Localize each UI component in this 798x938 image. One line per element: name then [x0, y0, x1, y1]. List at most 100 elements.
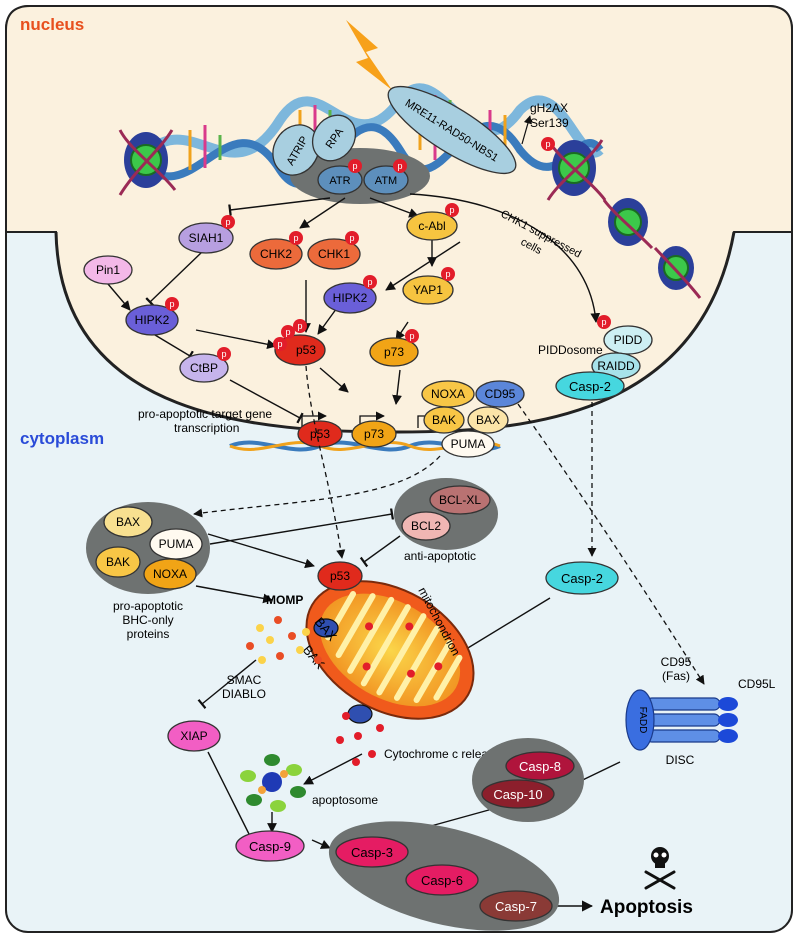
hipk2-left-node	[125, 304, 179, 336]
noxa-cyto-node	[143, 558, 197, 590]
phospho-label: p	[409, 331, 414, 341]
atm-label: ATM	[375, 175, 397, 187]
casp7-label: Casp-7	[495, 899, 537, 914]
casp10-label: Casp-10	[493, 787, 542, 802]
phospho-label: p	[445, 269, 450, 279]
mrn-complex-node	[387, 85, 517, 175]
chk2-label: CHK2	[260, 247, 292, 261]
cytochrome-c-label: Cytochrome c release	[384, 747, 501, 761]
cd95-target-label: CD95	[485, 387, 516, 401]
bax-target-label: BAX	[476, 413, 500, 427]
phospho-label: p	[285, 327, 290, 337]
casp8-label: Casp-8	[519, 759, 561, 774]
nucleosome-icon	[653, 246, 702, 299]
cytoplasm-label: cytoplasm	[20, 429, 104, 448]
dna-damage-lightning-icon	[346, 20, 392, 90]
chk2-node	[249, 238, 303, 270]
skull-crossbones-icon	[644, 847, 676, 890]
mitochondrion-icon	[305, 580, 475, 720]
nucleus-label: nucleus	[20, 15, 84, 34]
transcription-label-line2: transcription	[174, 421, 239, 435]
phospho-label: p	[545, 139, 550, 149]
bcl-xl-node	[429, 485, 491, 515]
piddosome-label: PIDDosome	[538, 343, 603, 357]
bak-cyto-label: BAK	[106, 555, 130, 569]
fadd-node	[625, 689, 655, 751]
phospho-label: p	[449, 205, 454, 215]
cd95-label: CD95	[661, 655, 692, 669]
xiap-node	[167, 720, 221, 752]
bax-bak-pore-icon	[313, 618, 339, 638]
p53-nuclear-label: p53	[296, 343, 316, 357]
chk1-node	[307, 238, 361, 270]
p73-promoter-node	[351, 420, 397, 448]
casp9-label: Casp-9	[249, 839, 291, 854]
hipk2-mid-label: HIPK2	[333, 291, 368, 305]
noxa-target-label: NOXA	[431, 387, 465, 401]
c-abl-label: c-Abl	[418, 219, 445, 233]
bcl2-label: BCL2	[411, 519, 441, 533]
casp6-node	[405, 864, 479, 896]
casp3-node	[335, 836, 409, 868]
smac-diablo-dots	[246, 616, 322, 664]
proteins-label: proteins	[127, 627, 170, 641]
casp2-cyto-label: Casp-2	[561, 571, 603, 586]
phospho-label: p	[293, 233, 298, 243]
yap1-label: YAP1	[413, 283, 443, 297]
bcl2-node	[401, 511, 451, 541]
phospho-label: p	[221, 349, 226, 359]
apoptosome-icon	[240, 754, 306, 812]
phospho-badge	[348, 159, 362, 173]
p53-nuclear-node	[274, 334, 326, 366]
apoptosome-label: apoptosome	[312, 793, 378, 807]
phospho-label: p	[169, 299, 174, 309]
puma-target-node	[441, 430, 495, 458]
pro-apoptotic-label: pro-apoptotic	[113, 599, 183, 613]
xiap-label: XIAP	[180, 729, 207, 743]
nucleosome-icon	[118, 129, 177, 196]
casp3-label: Casp-3	[351, 845, 393, 860]
bak-cyto-node	[95, 546, 141, 578]
ctbp-node	[179, 353, 229, 383]
p73-nuclear-node	[369, 337, 419, 367]
momp-label: MOMP	[266, 593, 303, 607]
p53-promoter-label: p53	[310, 427, 330, 441]
p53-mito-label: p53	[330, 569, 350, 583]
siah1-label: SIAH1	[189, 231, 224, 245]
p53-mito-node	[317, 561, 363, 591]
cytochrome-c-dots	[336, 712, 384, 766]
casp2-nuclear-node	[555, 371, 625, 401]
casp2-cyto-node	[545, 561, 619, 595]
phospho-label: p	[349, 233, 354, 243]
bhc-only-label: BHC-only	[122, 613, 173, 627]
siah1-node	[178, 222, 234, 254]
puma-cyto-label: PUMA	[159, 537, 194, 551]
diablo-label: DIABLO	[222, 687, 266, 701]
disc-label: DISC	[666, 753, 695, 767]
bcl-xl-label: BCL-XL	[439, 493, 481, 507]
ctbp-label: CtBP	[190, 361, 218, 375]
pin1-label: Pin1	[96, 263, 120, 277]
atrip-node	[272, 124, 320, 176]
casp10-node	[481, 779, 555, 809]
bak-target-node	[423, 406, 465, 434]
bax-cyto-node	[103, 506, 153, 538]
nuclear-envelope	[54, 231, 736, 434]
bax-target-node	[467, 406, 509, 434]
pidd-label: PIDD	[614, 333, 643, 347]
c-abl-node	[406, 211, 458, 241]
hipk2-left-label: HIPK2	[135, 313, 170, 327]
atr-node	[317, 165, 363, 195]
phospho-label: p	[367, 277, 372, 287]
chk1-label: CHK1	[318, 247, 350, 261]
phospho-badge	[393, 159, 407, 173]
phospho-label: p	[297, 321, 302, 331]
apoptosis-label: Apoptosis	[600, 897, 693, 918]
casp2-nuclear-label: Casp-2	[569, 379, 611, 394]
gh2ax-label: gH2AX	[530, 101, 568, 115]
hipk2-mid-node	[323, 282, 377, 314]
rpa-node	[311, 114, 357, 162]
casp7-node	[479, 890, 553, 922]
nucleosome-icon	[602, 198, 654, 250]
